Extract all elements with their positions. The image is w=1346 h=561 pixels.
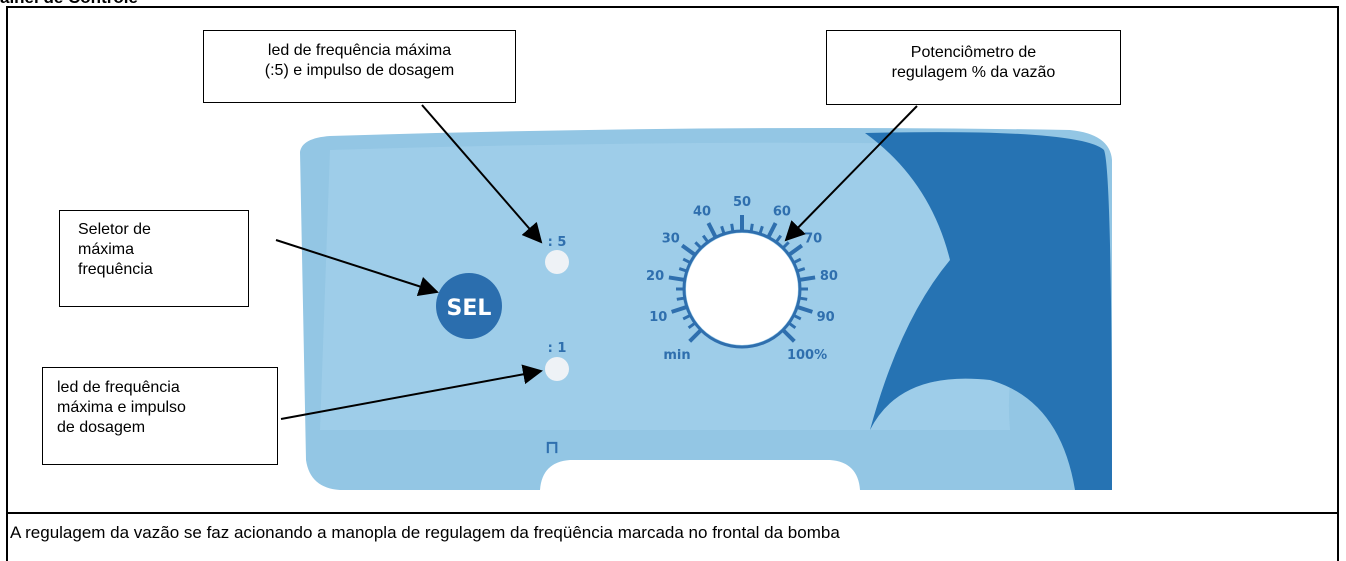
dial-major-tick <box>671 305 688 314</box>
callout-line: Potenciômetro de <box>910 44 1037 61</box>
caption: A regulagem da vazão se faz acionando a … <box>10 523 840 542</box>
dial-major-tick <box>796 305 813 314</box>
dial-major-tick <box>688 328 703 343</box>
dial-label: 40 <box>693 205 711 220</box>
dial-label: 70 <box>804 231 822 246</box>
callout-led-min-frequency: led de frequência máxima e impulso de do… <box>42 367 278 465</box>
callout-line: de dosagem <box>57 419 146 436</box>
led-top-label: : 5 <box>548 235 567 250</box>
callout-potentiometer: Potenciômetro de regulagem % da vazão <box>826 30 1121 105</box>
dial-major-tick <box>680 243 697 257</box>
callout-line: máxima e impulso <box>57 399 186 416</box>
arrow-led-bottom <box>280 364 543 420</box>
dial-ticks <box>668 215 816 343</box>
callout-selector: Seletor de máxima frequência <box>59 210 249 307</box>
dial-label: 20 <box>646 269 664 284</box>
led-bottom <box>545 357 569 381</box>
sel-button <box>436 273 502 339</box>
dial-label: min <box>663 348 690 363</box>
led-top <box>545 250 569 274</box>
dial-knob <box>686 233 798 345</box>
led-bottom-label: : 1 <box>548 341 567 356</box>
sel-button-label: SEL <box>447 296 492 321</box>
panel-dark-region <box>865 132 1112 490</box>
dial-label: 80 <box>820 269 838 284</box>
callout-line: máxima <box>78 241 135 258</box>
callout-line: led de frequência <box>57 379 180 396</box>
pulse-symbol: ⊓ <box>545 437 559 458</box>
dial-major-tick <box>787 243 804 257</box>
dial-major-tick <box>706 222 718 239</box>
callout-line: regulagem % da vazão <box>891 64 1056 81</box>
dial-ring <box>682 229 802 349</box>
dial-labels: min 10 20 30 40 50 60 70 80 90 100% <box>646 195 838 363</box>
dial-label: 90 <box>817 310 835 325</box>
callout-line: Seletor de <box>78 221 151 238</box>
dial-label: 10 <box>649 310 667 325</box>
page-title: ainel de Controle <box>0 0 138 8</box>
caption-box <box>6 513 1339 561</box>
dial-label: 60 <box>773 205 791 220</box>
callout-line: frequência <box>78 261 153 278</box>
arrow-led-top <box>421 104 543 244</box>
dial-major-tick <box>798 275 816 282</box>
arrow-selector <box>275 239 439 296</box>
dial-label: 50 <box>733 195 751 210</box>
dial-label: 100% <box>787 348 827 363</box>
dial-major-tick <box>668 275 686 282</box>
arrow-potentiometer <box>784 105 918 242</box>
dial-major-tick <box>781 328 796 343</box>
callout-line: (:5) e impulso de dosagem <box>264 62 455 79</box>
dial-label: 30 <box>662 231 680 246</box>
dial-major-tick <box>766 222 778 239</box>
callout-led-max-frequency: led de frequência máxima (:5) e impulso … <box>203 30 516 103</box>
callout-line: led de frequência máxima <box>267 42 452 59</box>
